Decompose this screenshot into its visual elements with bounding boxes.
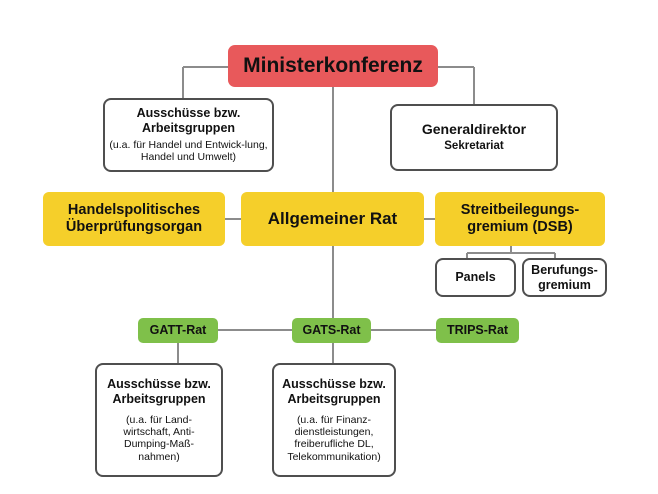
node-panels: Panels (435, 258, 516, 297)
node-note: (u.a. für Finanz-dienstleistungen, freib… (287, 413, 381, 463)
node-ausschuesse-top: Ausschüsse bzw. Arbeitsgruppen (u.a. für… (103, 98, 274, 172)
node-ausschuesse-gats: Ausschüsse bzw. Arbeitsgruppen (u.a. für… (272, 363, 396, 477)
node-handelspolitisches: Handelspolitisches Überprüfungsorgan (43, 192, 225, 246)
node-label: GATT-Rat (149, 323, 207, 338)
node-label: Panels (455, 270, 496, 285)
node-note: (u.a. für Handel und Entwick-lung, Hande… (109, 138, 268, 164)
node-label: Handelspolitisches Überprüfungsorgan (65, 201, 203, 235)
node-label: Ministerkonferenz (243, 53, 423, 77)
node-streitbeilegung: Streitbeilegungs-gremium (DSB) (435, 192, 605, 246)
node-note: (u.a. für Land-wirtschaft, Anti-Dumping-… (123, 413, 195, 463)
node-title: Generaldirektor (421, 121, 527, 138)
node-gatt-rat: GATT-Rat (138, 318, 218, 343)
node-title: Ausschüsse bzw. Arbeitsgruppen (107, 377, 211, 406)
node-label: Streitbeilegungs-gremium (DSB) (460, 201, 580, 235)
node-ministerkonferenz: Ministerkonferenz (228, 45, 438, 87)
node-generaldirektor: Generaldirektor Sekretariat (390, 104, 558, 171)
node-ausschuesse-gatt: Ausschüsse bzw. Arbeitsgruppen (u.a. für… (95, 363, 223, 477)
node-label: TRIPS-Rat (446, 323, 509, 338)
node-label: Allgemeiner Rat (267, 208, 398, 228)
node-subtitle: Sekretariat (444, 139, 504, 152)
node-gats-rat: GATS-Rat (292, 318, 371, 343)
node-allgemeiner-rat: Allgemeiner Rat (241, 192, 424, 246)
node-label: Berufungs-gremium (531, 262, 598, 292)
node-trips-rat: TRIPS-Rat (436, 318, 519, 343)
node-berufungsgremium: Berufungs-gremium (522, 258, 607, 297)
node-title: Ausschüsse bzw. Arbeitsgruppen (282, 377, 386, 406)
node-label: GATS-Rat (302, 323, 361, 338)
node-title: Ausschüsse bzw. Arbeitsgruppen (136, 106, 241, 136)
